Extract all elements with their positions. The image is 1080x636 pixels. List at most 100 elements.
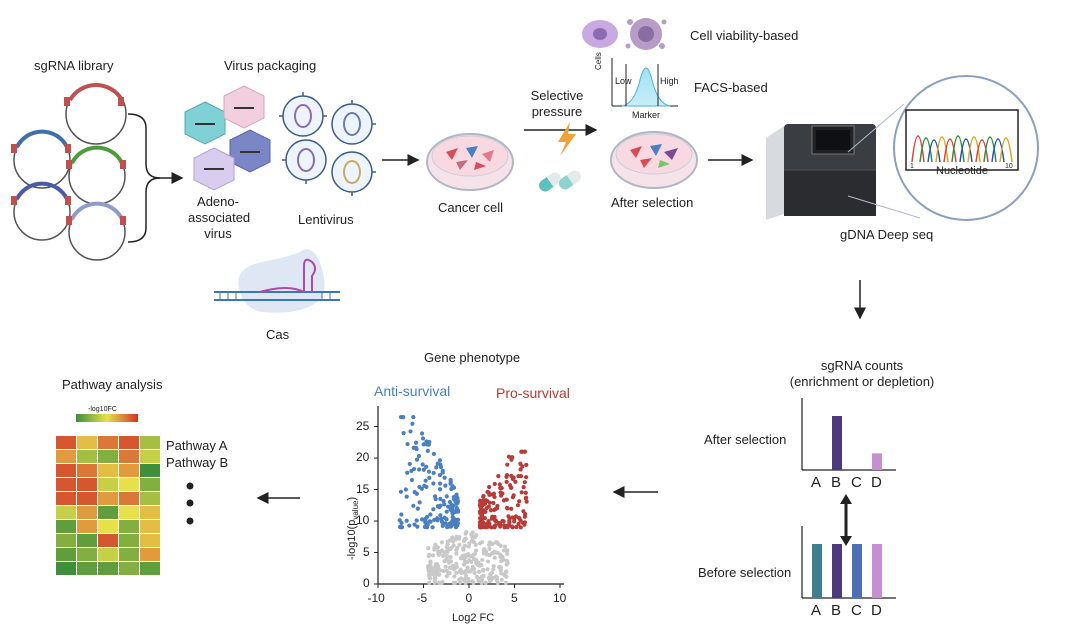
- volcano-point: [504, 474, 509, 480]
- counts-before-row-label: Before selection: [698, 565, 792, 580]
- count-bar-B: [832, 416, 842, 470]
- volcano-point: [473, 548, 479, 553]
- volcano-point: [505, 548, 510, 553]
- volcano-point: [497, 482, 502, 487]
- volcano-point: [505, 523, 510, 529]
- facs-marker-label: Marker: [632, 110, 661, 120]
- volcano-point: [427, 552, 432, 557]
- volcano-point: [513, 479, 518, 484]
- volcano-point: [430, 553, 436, 558]
- category-label-D: D: [871, 602, 882, 619]
- aav-particles: [184, 85, 271, 191]
- volcano-point: [492, 555, 497, 560]
- heatmap-cell: [77, 450, 97, 463]
- volcano-point: [438, 496, 443, 502]
- volcano-point: [436, 568, 441, 573]
- plasmid-green: [66, 145, 126, 205]
- volcano-point: [454, 492, 459, 497]
- cancer-cell-label: Cancer cell: [438, 200, 504, 215]
- volcano-point: [432, 576, 437, 581]
- volcano-point: [481, 567, 486, 573]
- volcano-point: [483, 549, 488, 554]
- volcano-point: [441, 568, 446, 574]
- sgrna-library-label: sgRNA library: [34, 58, 114, 73]
- cell-viability-icon: [582, 18, 667, 50]
- volcano-point: [487, 546, 492, 551]
- volcano-point: [517, 499, 522, 504]
- volcano-point: [453, 509, 458, 515]
- heatmap-cell: [140, 520, 160, 533]
- volcano-point: [436, 580, 442, 585]
- volcano-point: [497, 522, 502, 527]
- volcano-point: [472, 551, 478, 556]
- volcano-point: [425, 448, 430, 453]
- selective-pressure-label: Selective pressure: [522, 88, 592, 120]
- volcano-point: [487, 484, 492, 490]
- count-bar-B: [832, 544, 842, 598]
- pathway-heatmap: [56, 436, 160, 575]
- volcano-point: [492, 481, 497, 487]
- heatmap-cell: [98, 520, 118, 533]
- category-label-B: B: [831, 602, 842, 619]
- heatmap-cell: [77, 492, 97, 505]
- volcano-point: [446, 504, 451, 509]
- volcano-point: [405, 441, 410, 447]
- heatmap-cell: [56, 450, 76, 463]
- category-label-D: D: [871, 474, 882, 491]
- volcano-point: [522, 514, 527, 519]
- volcano-point: [518, 525, 523, 530]
- volcano-point: [487, 500, 492, 505]
- heatmap-cell: [98, 534, 118, 547]
- heatmap-cell: [77, 534, 97, 547]
- volcano-point: [446, 560, 451, 565]
- volcano-point: [478, 509, 483, 514]
- category-label-A: A: [811, 602, 822, 619]
- cancer-cell-dish: [426, 133, 514, 191]
- volcano-point: [463, 573, 469, 578]
- cas-label: Cas: [266, 327, 290, 342]
- volcano-point: [435, 518, 440, 523]
- x-tick-label: 10: [553, 591, 567, 605]
- volcano-point: [421, 467, 426, 472]
- volcano-point: [457, 569, 462, 574]
- volcano-point: [431, 451, 436, 457]
- volcano-point: [441, 498, 446, 504]
- volcano-point: [499, 577, 504, 582]
- aav-label-line1: Adeno-: [197, 194, 239, 209]
- volcano-point: [451, 543, 456, 548]
- y-tick-label: 5: [363, 544, 370, 559]
- volcano-point: [466, 576, 471, 582]
- volcano-point: [424, 514, 430, 520]
- volcano-point: [471, 539, 476, 545]
- volcano-point: [450, 485, 455, 491]
- volcano-point: [483, 509, 488, 514]
- volcano-point: [433, 497, 438, 502]
- volcano-point: [476, 569, 482, 574]
- volcano-point: [437, 505, 442, 510]
- volcano-point: [486, 519, 491, 524]
- volcano-point: [515, 503, 521, 508]
- volcano-point: [437, 473, 443, 478]
- volcano-point: [477, 525, 483, 530]
- volcano-point: [441, 553, 446, 558]
- volcano-point: [407, 461, 412, 467]
- volcano-point: [505, 462, 510, 467]
- volcano-point: [451, 567, 457, 572]
- volcano-point: [412, 466, 417, 472]
- lightning-icon: [558, 122, 576, 156]
- volcano-point: [422, 524, 428, 529]
- volcano-points: [397, 415, 529, 585]
- volcano-point: [437, 572, 442, 577]
- volcano-point: [435, 461, 440, 466]
- volcano-point: [506, 454, 512, 459]
- volcano-point: [401, 415, 406, 420]
- volcano-point: [514, 524, 519, 530]
- counts-after-bars: [832, 416, 882, 470]
- volcano-point: [409, 477, 415, 483]
- volcano-point: [458, 556, 464, 561]
- volcano-point: [479, 516, 484, 521]
- pro-survival-label: Pro-survival: [496, 385, 570, 401]
- volcano-point: [413, 440, 419, 445]
- volcano-point: [431, 481, 436, 486]
- heatmap-cell: [98, 436, 118, 449]
